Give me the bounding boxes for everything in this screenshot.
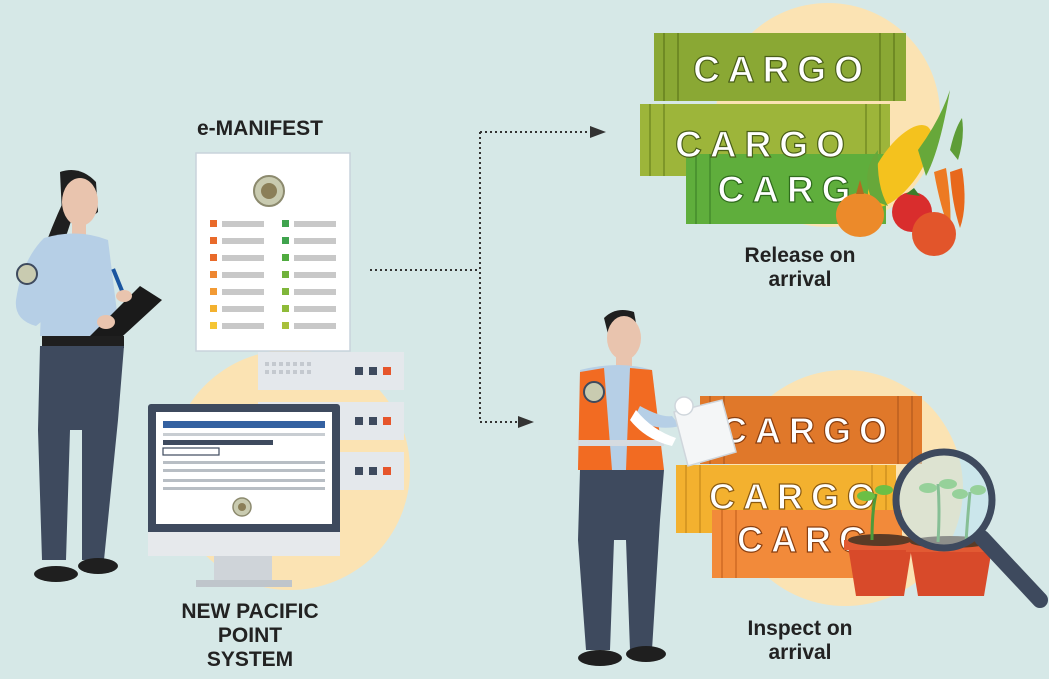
shoulder-patch-icon — [16, 263, 38, 285]
container-label: CARGO — [709, 476, 883, 517]
container-label: CARG — [737, 519, 875, 560]
inspector-patch-icon — [583, 381, 605, 403]
container-label: CARGO — [721, 410, 895, 451]
magnifying-glass-icon — [892, 448, 1048, 608]
pen-icon — [111, 268, 125, 294]
manifest-title: e-MANIFEST — [197, 117, 323, 140]
inspect-label-line-1: Inspect on — [747, 617, 853, 640]
container-label: CARGO — [675, 124, 853, 165]
onion-icon — [836, 193, 884, 237]
arrow-head-inspect-icon — [518, 416, 534, 428]
corn-icon — [867, 125, 933, 207]
release-label-line-1: Release on — [744, 244, 856, 267]
sample-bag-icon — [673, 399, 737, 467]
inspect-containers — [676, 396, 922, 578]
system-label-line-2: POINT — [217, 624, 283, 647]
container-label: CARG — [718, 169, 859, 210]
inspect-label: Inspect on arrival — [700, 617, 900, 665]
system-label-line-3: SYSTEM — [206, 648, 294, 671]
inspector-with-vest — [578, 310, 737, 666]
container-label: CARGO — [693, 49, 871, 90]
release-containers — [640, 33, 906, 224]
flow-connector — [370, 131, 590, 423]
officer-with-clipboard — [15, 169, 162, 582]
manifest-rows — [210, 220, 336, 329]
arrow-head-release-icon — [590, 126, 606, 138]
inspect-label-line-2: arrival — [768, 641, 832, 664]
produce-illustration — [836, 90, 965, 256]
release-label: Release on arrival — [700, 244, 900, 292]
release-label-line-2: arrival — [768, 268, 832, 291]
system-label-line-1: NEW PACIFIC — [181, 600, 319, 623]
clipboard-icon — [90, 286, 162, 346]
computer-monitor — [148, 404, 340, 587]
manifest-document — [195, 152, 351, 352]
system-label: NEW PACIFIC POINT SYSTEM — [140, 600, 360, 672]
